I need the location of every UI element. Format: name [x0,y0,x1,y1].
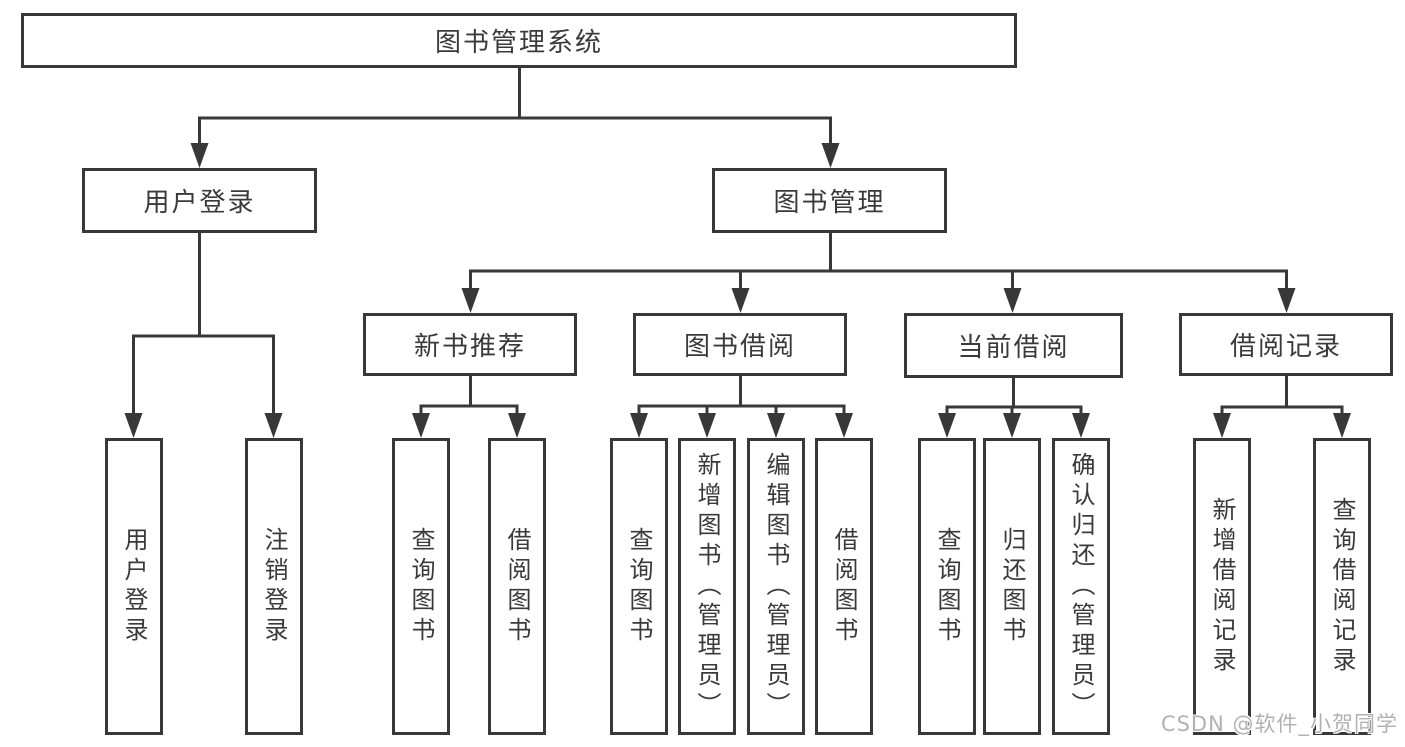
leaf-borrow-books: 借阅图书 [815,438,873,735]
node-root-label: 图书管理系统 [434,28,603,58]
node-root: 图书管理系统 [21,13,1017,68]
leaf-add-borrow-record: 新增借阅记录 [1193,438,1251,735]
connector-book-management-children [469,233,1288,291]
leaf-confirm-return-admin: 确认归还（管理员） [1052,438,1110,735]
leaf-return-books-label: 归还图书 [998,526,1026,647]
connector-book-borrow-children [637,376,846,416]
node-book-borrow-label: 图书借阅 [683,332,796,362]
node-current-borrow-label: 当前借阅 [957,333,1070,363]
leaf-borrow-books-recommend: 借阅图书 [488,438,546,735]
node-borrow-record: 借阅记录 [1179,313,1393,376]
node-borrow-record-label: 借阅记录 [1229,332,1342,362]
leaf-query-books-recommend: 查询图书 [392,438,450,735]
leaf-add-borrow-record-label: 新增借阅记录 [1208,496,1236,677]
leaf-query-books-borrow-label: 查询图书 [625,526,653,647]
node-new-book-recommend-label: 新书推荐 [413,332,526,362]
connector-current-borrow-children [945,378,1083,416]
leaf-edit-books-admin: 编辑图书（管理员） [747,438,805,735]
leaf-user-login-label: 用户登录 [120,526,148,647]
node-book-management-label: 图书管理 [773,188,886,218]
node-user-login: 用户登录 [82,168,317,233]
node-book-management: 图书管理 [712,168,947,233]
node-book-borrow: 图书借阅 [633,313,847,376]
leaf-edit-books-admin-label: 编辑图书（管理员） [762,451,790,722]
node-new-book-recommend: 新书推荐 [363,313,577,376]
connector-root-to-level2 [198,68,832,146]
leaf-add-books-admin: 新增图书（管理员） [678,438,736,735]
leaf-query-books-current: 查询图书 [918,438,976,735]
leaf-borrow-books-recommend-label: 借阅图书 [503,526,531,647]
connector-borrow-record-children [1220,376,1344,416]
connector-new-book-children [419,376,519,416]
leaf-query-borrow-record: 查询借阅记录 [1313,438,1371,735]
leaf-borrow-books-label: 借阅图书 [830,526,858,647]
leaf-logout-label: 注销登录 [260,526,288,647]
node-current-borrow: 当前借阅 [904,313,1123,378]
leaf-return-books: 归还图书 [983,438,1041,735]
node-user-login-label: 用户登录 [143,188,256,218]
leaf-user-login: 用户登录 [105,438,163,735]
leaf-query-books-recommend-label: 查询图书 [407,526,435,647]
leaf-confirm-return-admin-label: 确认归还（管理员） [1067,451,1095,722]
leaf-logout: 注销登录 [245,438,303,735]
leaf-query-books-borrow: 查询图书 [610,438,668,735]
leaf-query-books-current-label: 查询图书 [933,526,961,647]
connector-user-login-children [132,233,275,416]
leaf-query-borrow-record-label: 查询借阅记录 [1328,496,1356,677]
arrowheads [124,143,1351,438]
leaf-add-books-admin-label: 新增图书（管理员） [693,451,721,722]
csdn-watermark: CSDN @软件_小贺同学 [1160,712,1398,736]
